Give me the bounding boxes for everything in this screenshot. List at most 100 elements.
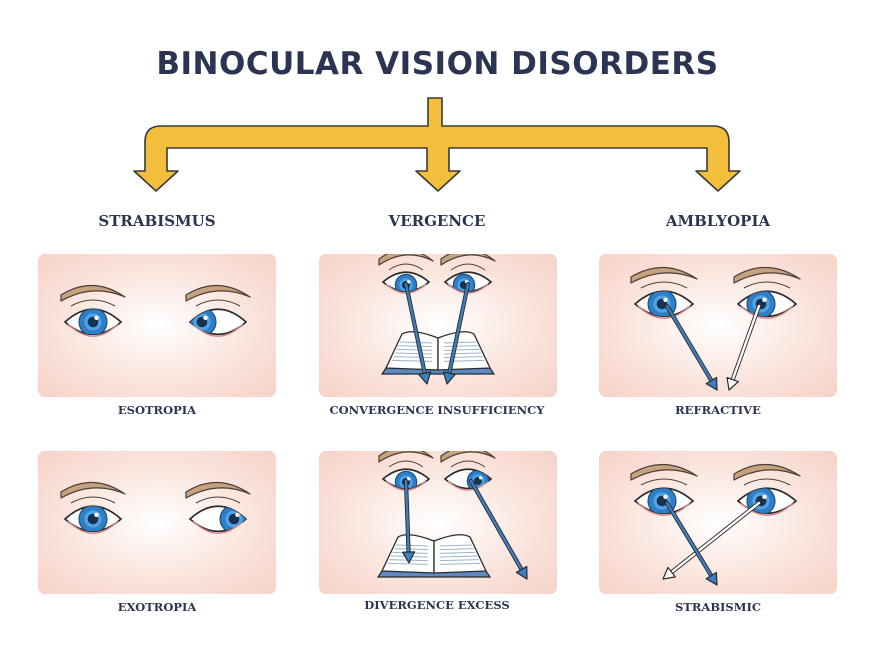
text-line — [394, 548, 429, 551]
arrow-shaft — [469, 479, 523, 571]
eyebrow-shape — [440, 254, 496, 266]
glint — [762, 297, 767, 303]
glint — [406, 280, 411, 284]
arrow-head — [662, 566, 676, 580]
eyebrow-shape — [733, 266, 801, 284]
lower-lid — [447, 480, 489, 491]
eye-icon — [630, 463, 698, 516]
eyelid-crease — [195, 496, 241, 504]
book-right-page — [433, 534, 487, 574]
eyelid-crease — [388, 263, 424, 271]
caption-strabismic: STRABISMIC — [674, 600, 761, 614]
arrow-shaft — [448, 282, 470, 375]
eyelid-crease — [640, 281, 688, 289]
arrow-head — [442, 371, 456, 385]
eye-icon — [185, 481, 251, 534]
eyelid-crease — [743, 281, 791, 289]
text-line — [443, 348, 480, 351]
eyebrow-shape — [630, 463, 698, 481]
eyebrow-shape — [630, 266, 698, 284]
text-line — [439, 551, 476, 554]
arrow-shaft — [665, 304, 713, 382]
eyelid-crease — [388, 460, 424, 468]
text-line — [394, 352, 433, 355]
hierarchy-arrows — [133, 97, 741, 192]
text-line — [399, 341, 433, 344]
eye-icon — [378, 254, 434, 294]
eye-icon — [60, 481, 126, 534]
book-icon — [376, 534, 492, 578]
text-line — [393, 356, 433, 359]
arrow-head — [705, 571, 718, 586]
text-line — [398, 345, 433, 348]
eye-icon — [630, 266, 698, 319]
category-vergence: VERGENCE — [388, 212, 486, 230]
arrow-head — [515, 565, 528, 580]
glint — [663, 494, 668, 500]
glint — [94, 315, 99, 321]
lower-lid — [192, 323, 244, 337]
eyebrow-shape — [185, 481, 251, 499]
text-line — [387, 562, 429, 565]
text-line — [443, 352, 482, 355]
sight-arrow-icon — [468, 478, 528, 580]
text-line — [439, 548, 474, 551]
eyelid-crease — [450, 460, 486, 468]
eyebrow-shape — [733, 463, 801, 481]
arrow-shaft — [670, 501, 761, 574]
eyebrow-shape — [440, 451, 496, 463]
arrow-head — [402, 551, 416, 564]
lower-lid — [740, 305, 794, 319]
eyelid-crease — [195, 299, 241, 307]
eye-icon — [60, 284, 126, 337]
glint — [203, 315, 208, 321]
eye-icon — [733, 463, 801, 516]
arrow-head — [418, 371, 432, 385]
sight-arrow-icon — [662, 500, 762, 580]
iris-group — [78, 309, 108, 335]
glint — [762, 494, 767, 500]
sight-arrow-icon — [403, 281, 432, 385]
caption-refractive: REFRACTIVE — [675, 403, 761, 417]
arrow-shaft — [731, 304, 761, 381]
caption-esotropia: ESOTROPIA — [117, 403, 197, 417]
panel-refractive — [599, 254, 837, 397]
lower-lid — [192, 520, 244, 534]
book-icon — [380, 331, 496, 375]
text-line — [443, 345, 478, 348]
iris-group — [452, 273, 476, 292]
eyelid-crease — [70, 496, 116, 504]
eyebrow-shape — [60, 284, 126, 302]
panel-exotropia — [38, 451, 276, 594]
arrow-shaft — [404, 479, 410, 554]
category-strabismus: STRABISMUS — [98, 212, 216, 230]
tree-arrow-shape — [133, 97, 741, 192]
eyebrow-shape — [378, 451, 434, 463]
caption-exotropia: EXOTROPIA — [117, 600, 197, 614]
text-line — [439, 555, 478, 558]
panel-strabismic — [599, 451, 837, 594]
eyelid-crease — [70, 299, 116, 307]
eye-icon — [733, 266, 801, 319]
eyebrow-shape — [378, 254, 434, 266]
text-line — [396, 348, 433, 351]
glint — [406, 477, 411, 481]
panel-divergence-excess — [319, 451, 557, 594]
glint — [94, 512, 99, 518]
text-line — [391, 359, 433, 362]
text-line — [443, 341, 477, 344]
eye-icon — [185, 284, 251, 337]
panel-esotropia — [38, 254, 276, 397]
glint — [235, 512, 240, 518]
lower-lid — [67, 520, 119, 534]
lower-lid — [637, 305, 691, 319]
glint — [478, 476, 483, 480]
lower-lid — [637, 502, 691, 516]
caption-convergence-insufficiency: CONVERGENCE INSUFFICIENCY — [329, 403, 545, 417]
lower-lid — [67, 323, 119, 337]
arrow-shaft — [404, 282, 426, 375]
sight-arrow-icon — [726, 303, 762, 391]
text-line — [439, 559, 479, 562]
eyelid-crease — [640, 478, 688, 486]
category-amblyopia: AMBLYOPIA — [665, 212, 771, 230]
